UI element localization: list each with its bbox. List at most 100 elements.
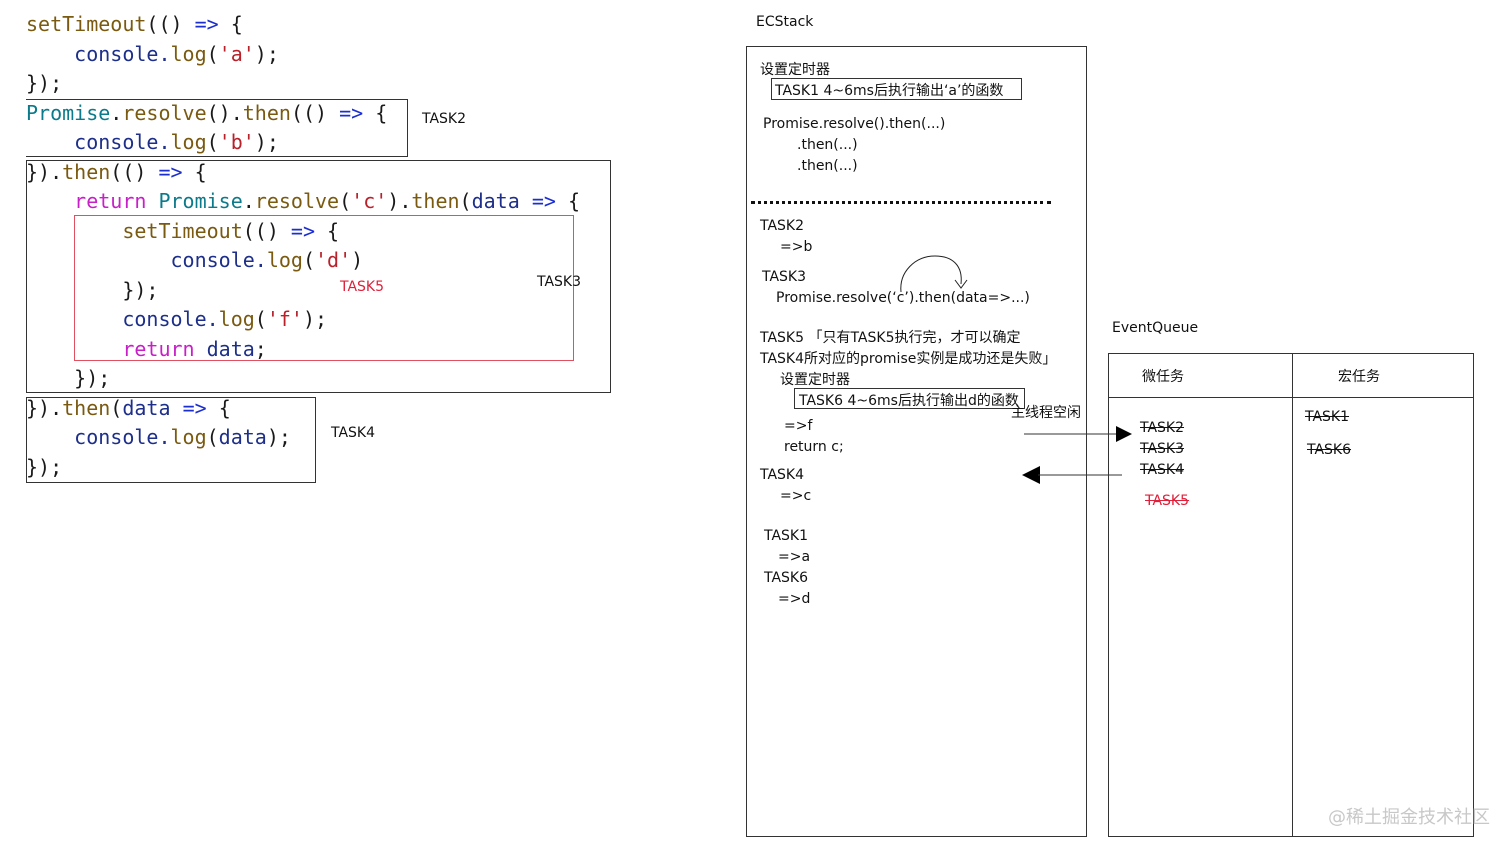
ec-task2-out: =>b bbox=[780, 239, 813, 255]
code-token: }). bbox=[26, 395, 63, 420]
code-token: ( bbox=[254, 307, 267, 331]
code-token: then bbox=[62, 395, 111, 420]
code-token: { bbox=[555, 189, 580, 213]
code-token: . bbox=[110, 100, 123, 125]
code-line: console.log('b'); bbox=[26, 128, 580, 158]
code-token: }); bbox=[26, 71, 63, 95]
code-token: then bbox=[242, 100, 291, 125]
task4-box bbox=[26, 397, 316, 483]
ec-task6: TASK6 bbox=[764, 570, 809, 586]
code-token: (() bbox=[242, 218, 291, 243]
code-token: => bbox=[158, 159, 183, 184]
ec-task5-2: TASK4所对应的promise实例是成功还是失败」 bbox=[760, 351, 1057, 367]
code-line: }); bbox=[26, 69, 580, 99]
code-token: then bbox=[411, 189, 460, 213]
code-token: return bbox=[74, 189, 147, 213]
code-token: 'f' bbox=[266, 307, 303, 331]
ec-task6-box bbox=[794, 388, 1025, 409]
ec-task1-box bbox=[771, 78, 1022, 100]
code-token: . bbox=[242, 189, 255, 213]
code-token: log bbox=[266, 248, 303, 272]
code-token: { bbox=[182, 159, 207, 184]
code-token: log bbox=[170, 130, 207, 154]
ec-divider bbox=[751, 201, 1051, 204]
micro-item: TASK2 bbox=[1140, 420, 1185, 436]
code-token: { bbox=[218, 12, 243, 36]
code-token: { bbox=[363, 100, 388, 125]
main-thread-idle: 主线程空闲 bbox=[1011, 405, 1081, 421]
code-token: 'b' bbox=[218, 130, 255, 154]
watermark: @稀土掘金技术社区 bbox=[1328, 807, 1490, 828]
code-token: log bbox=[170, 425, 207, 449]
code-line: }); bbox=[26, 453, 580, 483]
code-line: setTimeout(() => { bbox=[26, 10, 580, 40]
label-task2: TASK2 bbox=[422, 111, 467, 127]
ec-task3-line: Promise.resolve(‘c’).then(data=>...) bbox=[776, 290, 1030, 306]
ecstack-panel bbox=[746, 46, 1087, 837]
micro-header: 微任务 bbox=[1142, 369, 1184, 385]
code-token: (() bbox=[146, 12, 195, 36]
code-line: }).then(() => { bbox=[26, 158, 580, 188]
ec-promise-2: .then(...) bbox=[797, 137, 858, 153]
code-token: ( bbox=[110, 395, 123, 420]
code-token: Promise bbox=[158, 189, 243, 213]
ec-task4-out: =>c bbox=[780, 488, 812, 504]
code-line: return Promise.resolve('c').then(data =>… bbox=[26, 187, 580, 217]
arrow-right-icon bbox=[1024, 426, 1132, 442]
code-line: console.log('a'); bbox=[26, 40, 580, 70]
ec-task1: TASK1 bbox=[764, 528, 809, 544]
code-line: }); bbox=[26, 276, 580, 306]
code-token: data bbox=[206, 336, 255, 361]
code-token: then bbox=[62, 159, 111, 184]
code-token: console. bbox=[26, 307, 219, 331]
code-token: setTimeout bbox=[122, 218, 243, 243]
code-token: ); bbox=[254, 41, 279, 66]
code-token: ( bbox=[206, 41, 219, 66]
task2-box bbox=[26, 99, 408, 157]
code-token: log bbox=[170, 41, 207, 66]
loop-arrow-icon bbox=[900, 255, 968, 293]
code-line: console.log(data); bbox=[26, 423, 580, 453]
code-token: ); bbox=[266, 425, 291, 449]
code-line: console.log('d') bbox=[26, 246, 580, 276]
ecstack-title: ECStack bbox=[756, 14, 814, 30]
code-line: }); bbox=[26, 364, 580, 394]
eventqueue-header-line bbox=[1108, 397, 1474, 398]
code-token: => bbox=[182, 395, 207, 420]
macro-item: TASK1 bbox=[1305, 409, 1350, 425]
code-token: 'd' bbox=[315, 248, 352, 272]
ec-task1-out: =>a bbox=[778, 549, 811, 565]
ec-promise-1: Promise.resolve().then(...) bbox=[763, 116, 946, 132]
ec-task4: TASK4 bbox=[760, 467, 805, 483]
code-token: { bbox=[315, 218, 340, 243]
eventqueue-divider bbox=[1292, 353, 1293, 837]
code-token: Promise bbox=[26, 100, 111, 125]
code-token: console. bbox=[26, 248, 267, 272]
code-token: (() bbox=[290, 100, 340, 125]
ec-task5-1: TASK5 「只有TASK5执行完，才可以确定 bbox=[760, 330, 1021, 346]
task3-box bbox=[26, 160, 611, 393]
task5-top-box bbox=[120, 188, 465, 216]
code-token: data bbox=[471, 189, 520, 213]
micro-item: TASK4 bbox=[1140, 462, 1185, 478]
code-token: }). bbox=[26, 159, 63, 184]
code-token: }); bbox=[26, 366, 111, 390]
macro-header: 宏任务 bbox=[1338, 369, 1380, 385]
ec-out-f: =>f bbox=[784, 418, 813, 434]
code-line: Promise.resolve().then(() => { bbox=[26, 99, 580, 129]
code-token: ) bbox=[351, 248, 364, 272]
code-token: ( bbox=[302, 248, 315, 272]
ec-promise-3: .then(...) bbox=[797, 158, 858, 174]
code-token: }); bbox=[26, 277, 159, 302]
eventqueue-title: EventQueue bbox=[1112, 320, 1199, 336]
code-token: return bbox=[122, 336, 195, 361]
code-token: ( bbox=[206, 130, 219, 154]
code-token: console. bbox=[26, 425, 171, 449]
code-token: ( bbox=[459, 189, 472, 213]
macro-item: TASK6 bbox=[1307, 442, 1352, 458]
ec-task1-box-text: TASK1 4~6ms后执行输出‘a’的函数 bbox=[775, 83, 1004, 99]
code-line: console.log('f'); bbox=[26, 305, 580, 335]
code-token: (() bbox=[110, 159, 159, 184]
code-token: ); bbox=[302, 307, 328, 331]
eventqueue-panel bbox=[1108, 353, 1474, 837]
